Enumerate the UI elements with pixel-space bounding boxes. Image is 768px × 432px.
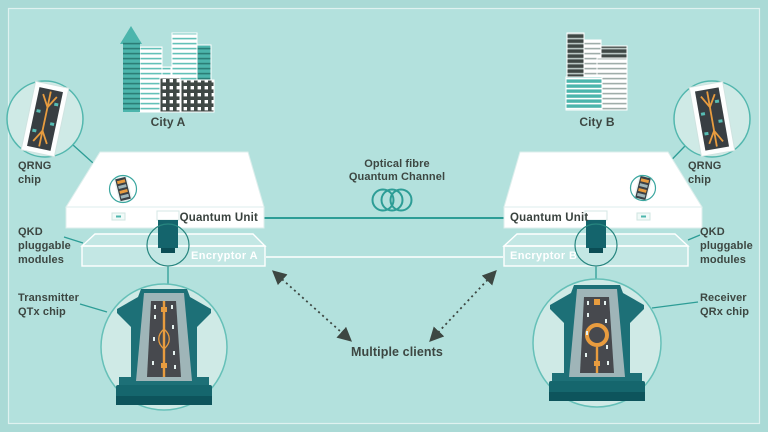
- module-b-circle: [574, 223, 618, 267]
- channel-label-line1: Optical fibre: [364, 158, 430, 170]
- transmitter-callout: [100, 283, 228, 411]
- city-a-buildings-icon: [120, 26, 215, 113]
- channel-label-line2: Quantum Channel: [348, 171, 446, 183]
- transmitter-module-art: [116, 289, 212, 405]
- qrng-callout-left: [6, 80, 84, 158]
- encryptor-b-body: [502, 233, 690, 267]
- encryptor-b-label: Encryptor B: [510, 250, 578, 262]
- receiver-callout: [532, 278, 662, 408]
- frame-border: [7, 7, 761, 425]
- qkd-module-b: [574, 210, 618, 267]
- transmitter-chip-label: Transmitter QTx chip: [18, 292, 80, 318]
- fiber-coil-icon: [371, 188, 413, 212]
- city-a-label: City A: [150, 115, 186, 129]
- qkd-module-a: [146, 210, 190, 267]
- multiple-clients-label: Multiple clients: [351, 345, 443, 359]
- qkd-modules-label-right: QKD pluggable modules: [700, 226, 753, 266]
- receiver-module-art: [549, 285, 645, 401]
- client-arrow-left: [271, 270, 353, 342]
- qrng-chip-label-left: QRNG chip: [18, 160, 52, 186]
- client-arrows: [271, 270, 497, 342]
- encryptor-a-label: Encryptor A: [191, 250, 258, 262]
- qrng-chip-label-right: QRNG chip: [688, 160, 722, 186]
- city-b-buildings-icon: [565, 32, 628, 111]
- client-arrow-right: [429, 270, 497, 342]
- qrng-chip-art-left: [20, 80, 70, 158]
- quantum-unit-a-label: Quantum Unit: [179, 212, 258, 224]
- unit-b-chip-circle: [629, 174, 657, 202]
- qrng-callout-right: [673, 80, 751, 158]
- quantum-unit-b-label: Quantum Unit: [510, 212, 589, 224]
- unit-a-chip-circle: [108, 174, 138, 204]
- quantum-unit-a-body: [65, 151, 265, 229]
- receiver-chip-label: Receiver QRx chip: [700, 292, 750, 318]
- unit-a-top-chip: [108, 174, 138, 204]
- qkd-modules-label-left: QKD pluggable modules: [18, 226, 71, 266]
- channel-label: Optical fibre Quantum Channel: [327, 158, 467, 184]
- module-a-circle: [146, 223, 190, 267]
- city-b-label: City B: [579, 115, 615, 129]
- qrng-chip-art-right: [688, 81, 736, 157]
- unit-b-top-chip: [629, 173, 657, 203]
